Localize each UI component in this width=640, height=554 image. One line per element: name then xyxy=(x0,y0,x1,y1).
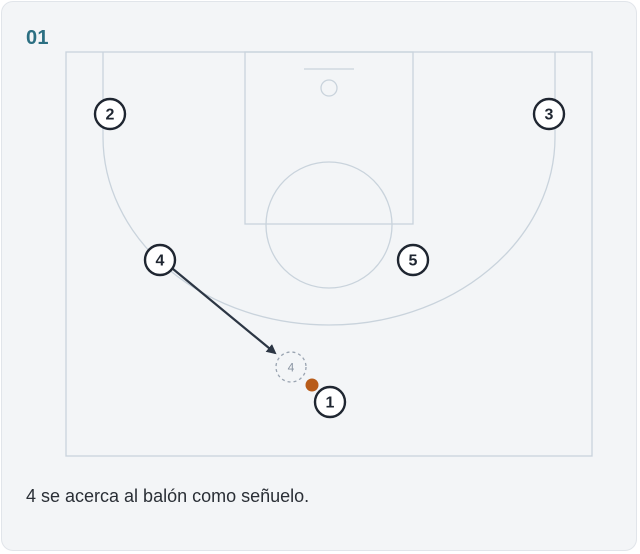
three-point-line xyxy=(102,52,556,326)
ghost-player-4: 4 xyxy=(275,351,307,383)
ghost-player-label: 4 xyxy=(288,361,295,375)
player-ring xyxy=(313,385,347,419)
player-label: 1 xyxy=(326,395,335,412)
player-ring xyxy=(532,97,566,131)
player-3: 3 xyxy=(532,97,566,131)
player-ring xyxy=(143,243,177,277)
player-5: 5 xyxy=(396,243,430,277)
player-2: 2 xyxy=(93,97,127,131)
player-label: 5 xyxy=(409,253,418,270)
play-caption: 4 se acerca al balón como señuelo. xyxy=(26,486,310,506)
ball xyxy=(305,378,319,392)
player-4: 4 xyxy=(143,243,177,277)
paint-area xyxy=(244,51,414,225)
ghost-player-ring xyxy=(275,351,307,383)
free-throw-circle xyxy=(265,161,393,289)
rim xyxy=(320,79,338,97)
movement-arrow xyxy=(172,268,277,355)
player-1: 1 xyxy=(313,385,347,419)
player-label: 2 xyxy=(106,107,115,124)
player-label: 3 xyxy=(545,107,554,124)
player-ring xyxy=(396,243,430,277)
player-label: 4 xyxy=(156,253,165,270)
player-ring xyxy=(93,97,127,131)
step-number: 01 xyxy=(26,27,49,49)
